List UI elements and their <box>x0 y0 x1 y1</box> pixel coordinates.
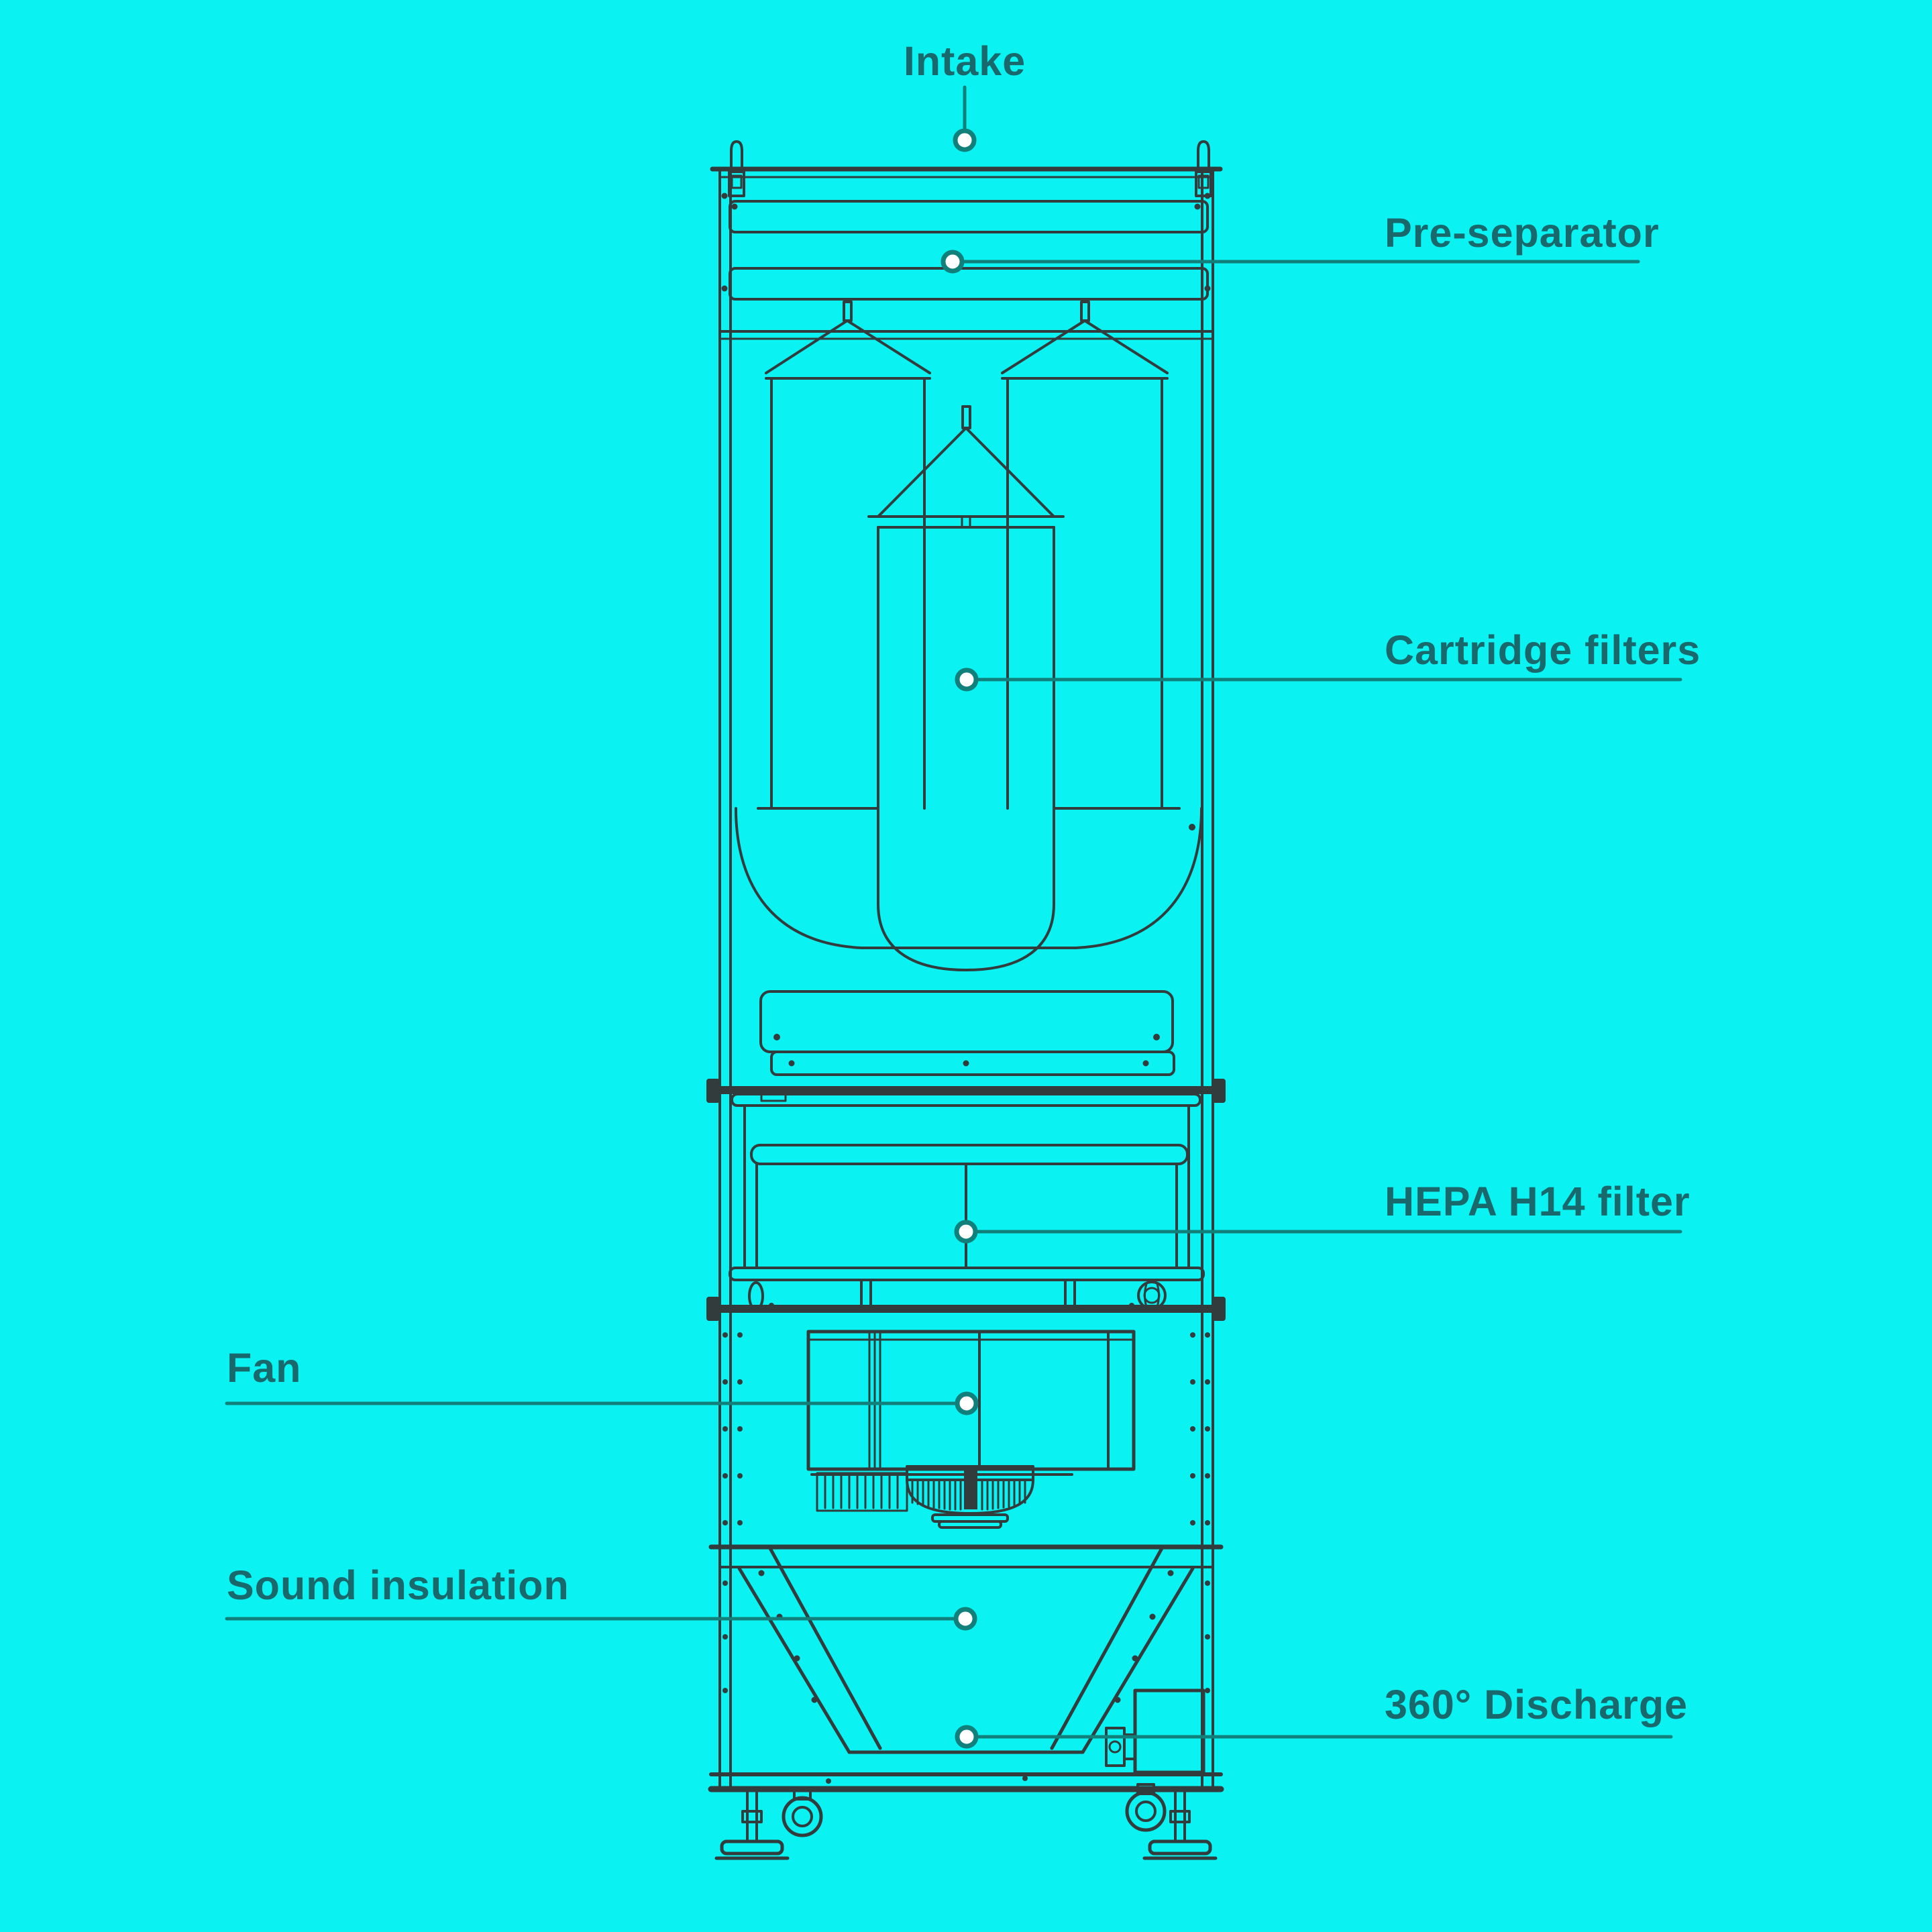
callout-cartridge-filters: Cartridge filters <box>955 627 1701 692</box>
frame-rails <box>718 168 1214 1791</box>
leveling-foot-right <box>1142 1788 1218 1860</box>
callout-label: Intake <box>904 38 1026 84</box>
frame-bolt-dots <box>722 1332 1210 1525</box>
cartridge-filter-center <box>867 405 1065 971</box>
callout-label: 360° Discharge <box>1385 1682 1688 1727</box>
caster-left <box>782 1788 823 1837</box>
filter-tub <box>735 807 1203 949</box>
callout-fan: Fan <box>225 1345 979 1415</box>
base-frame <box>708 1772 1224 1792</box>
callout-label: Cartridge filters <box>1385 627 1701 673</box>
lifting-eye-right <box>1195 140 1212 197</box>
callout-point <box>955 1391 979 1415</box>
callout-pre-separator: Pre-separator <box>941 210 1660 274</box>
impeller-drum <box>906 1465 1034 1529</box>
caster-right <box>1125 1783 1167 1832</box>
machine-drawing <box>706 140 1226 1860</box>
callout-hepa-filter: HEPA H14 filter <box>954 1179 1690 1244</box>
callout-label: Pre-separator <box>1385 210 1660 256</box>
discharge-outlet <box>1105 1688 1205 1774</box>
hepa-section <box>729 1104 1205 1311</box>
callout-label: Fan <box>227 1345 301 1391</box>
leveling-foot-left <box>714 1788 790 1860</box>
callout-point <box>954 1220 978 1244</box>
callout-point <box>941 250 965 274</box>
pre-separator-slats <box>718 193 1214 340</box>
hopper <box>708 1544 1224 1754</box>
callout-point <box>953 1607 977 1631</box>
dust-tray <box>759 990 1175 1076</box>
callout-point <box>955 667 979 692</box>
callout-point <box>955 1725 979 1749</box>
callout-point <box>953 128 977 152</box>
callout-discharge: 360° Discharge <box>955 1682 1688 1749</box>
section-divider-lower <box>706 1297 1226 1321</box>
motor-fins <box>816 1472 908 1512</box>
cartridge-filter-rear-right <box>1001 301 1169 810</box>
top-cap <box>710 166 1223 178</box>
callout-label: HEPA H14 filter <box>1385 1179 1690 1224</box>
cartridge-filter-rear-left <box>765 301 931 810</box>
callout-intake: Intake <box>904 38 1026 152</box>
callout-sound-insulation: Sound insulation <box>225 1562 977 1631</box>
section-divider-upper <box>706 1079 1226 1107</box>
callout-label: Sound insulation <box>227 1562 570 1608</box>
fan-assembly <box>722 1330 1210 1529</box>
lifting-eye-left <box>728 140 745 197</box>
